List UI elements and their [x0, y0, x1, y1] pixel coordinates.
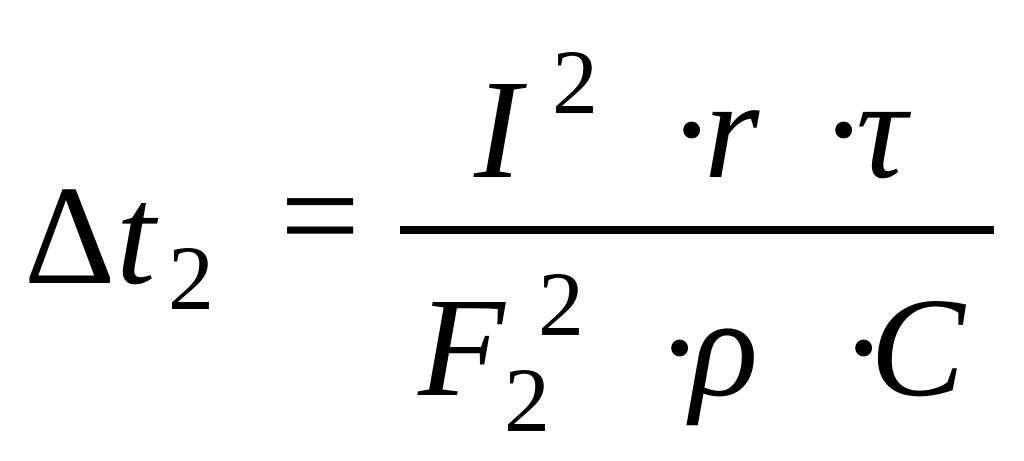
lhs-subscript: 2	[168, 227, 214, 329]
variable-t: t	[116, 156, 156, 314]
numerator-I: I	[474, 50, 522, 208]
numerator-dot-1: ·	[668, 50, 716, 208]
denominator-F: F	[418, 268, 505, 426]
denominator-dot-2: ·	[840, 268, 888, 426]
denominator-F-exponent: 2	[538, 253, 584, 355]
numerator-dot-2: ·	[820, 50, 868, 208]
delta-symbol: Δ	[24, 156, 116, 314]
numerator-r: r	[704, 50, 760, 208]
numerator-tau: τ	[856, 50, 907, 208]
equals-sign: =	[280, 136, 361, 294]
numerator-I-exponent: 2	[552, 31, 598, 133]
denominator-rho: ρ	[690, 268, 759, 426]
denominator-F-subscript: 2	[504, 349, 550, 451]
fraction-bar	[400, 226, 994, 234]
denominator-C: C	[870, 268, 965, 426]
denominator-dot-1: ·	[656, 268, 704, 426]
